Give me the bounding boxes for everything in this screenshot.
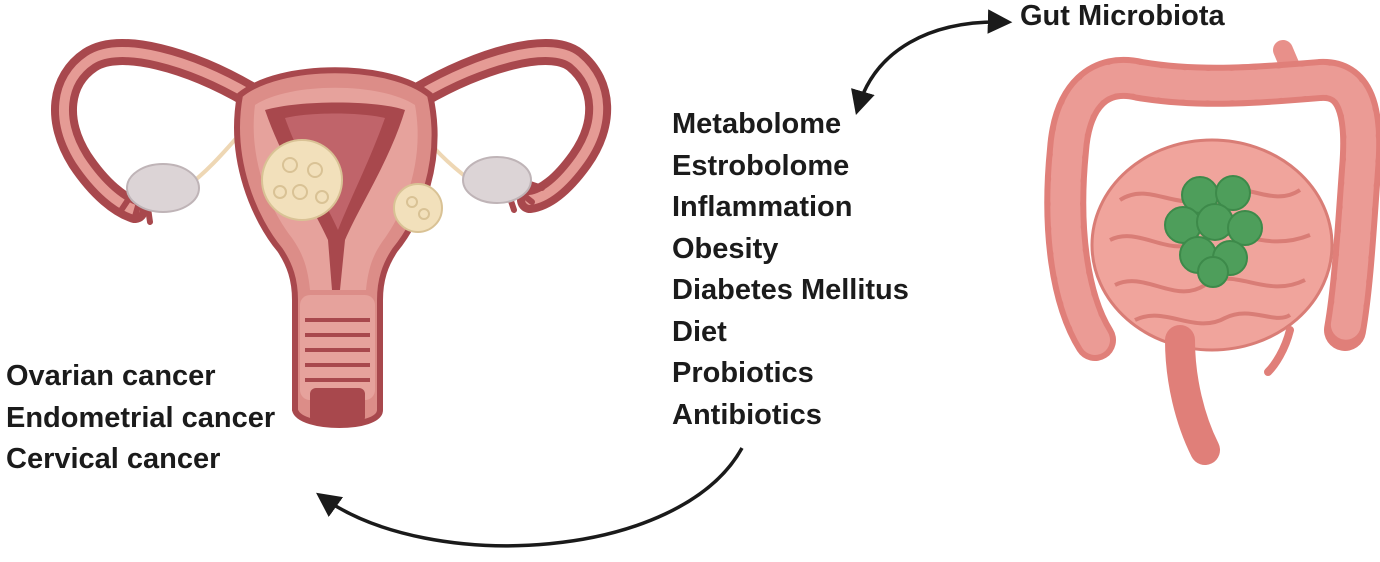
factors-to-cancer-arrow (316, 447, 744, 548)
factor-item: Diet (672, 315, 727, 348)
intestine-illustration (1044, 40, 1380, 465)
factor-list: Metabolome Estrobolome Inflammation Obes… (672, 104, 909, 436)
cancer-item: Cervical cancer (6, 443, 221, 475)
cancer-list: Ovarian cancer Endometrial cancer Cervic… (6, 356, 275, 481)
factor-item: Antibiotics (672, 398, 822, 431)
cancer-item: Endometrial cancer (6, 401, 276, 434)
uterine-wall-tumor (393, 183, 443, 233)
endometrial-tumor (261, 139, 343, 221)
factor-item: Diabetes Mellitus (672, 274, 909, 306)
factor-item: Metabolome (672, 108, 842, 140)
factor-item: Estrobolome (672, 149, 850, 182)
gut-microbiota-label: Gut Microbiota (1020, 0, 1225, 32)
gut-to-factors-arrow (851, 9, 1013, 116)
factor-item: Inflammation (672, 191, 853, 223)
factor-item: Obesity (672, 232, 779, 265)
cancer-item: Ovarian cancer (6, 360, 216, 392)
factor-item: Probiotics (672, 357, 814, 389)
right-ovary (462, 156, 532, 204)
microbiota-cluster (1164, 175, 1263, 288)
uterus-illustration (51, 39, 612, 428)
left-ovary (126, 163, 200, 213)
rectum (1165, 325, 1220, 465)
